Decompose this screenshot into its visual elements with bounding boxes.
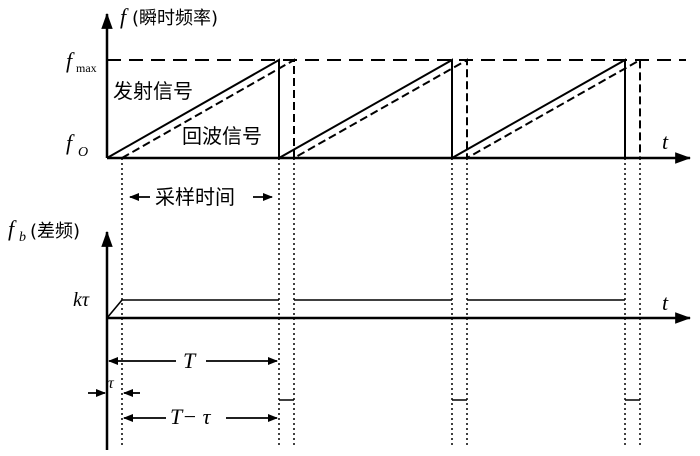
svg-text:f: f bbox=[66, 48, 75, 73]
transmit-signal-label: 发射信号 bbox=[113, 79, 193, 103]
svg-text:f: f bbox=[66, 130, 75, 155]
svg-text:max: max bbox=[76, 61, 97, 75]
svg-text:(差频): (差频) bbox=[30, 221, 80, 242]
bottom-x-axis-label: t bbox=[662, 290, 669, 315]
top-x-axis-label: t bbox=[662, 129, 669, 154]
top-chart: f (瞬时频率) f max f O 发射信号 回波信号 t bbox=[66, 4, 692, 164]
sample-interval: 采样时间 bbox=[129, 185, 273, 209]
fo-tick-label: f O bbox=[66, 130, 88, 160]
bottom-chart: f b (差频) kτ t bbox=[8, 216, 692, 450]
bottom-y-axis-label: f b (差频) bbox=[8, 216, 80, 245]
tau-dimension-label: τ bbox=[108, 375, 115, 392]
svg-text:O: O bbox=[78, 145, 88, 160]
top-y-axis-label-paren: (瞬时频率) bbox=[132, 8, 218, 29]
echo-signal-line bbox=[121, 58, 641, 160]
svg-text:b: b bbox=[19, 230, 26, 245]
dimension-annotations: T τ T− τ bbox=[88, 348, 278, 429]
fmax-tick-label: f max bbox=[66, 48, 97, 75]
T-dimension-label: T bbox=[183, 348, 197, 373]
top-y-axis-label-main: f bbox=[120, 4, 129, 29]
svg-text:f: f bbox=[8, 216, 17, 241]
transmit-signal-line bbox=[106, 58, 626, 160]
sample-interval-label: 采样时间 bbox=[155, 185, 235, 209]
beat-frequency-line bbox=[106, 299, 279, 319]
T-minus-tau-dimension-label: T− τ bbox=[170, 404, 212, 429]
ktau-tick-label: kτ bbox=[73, 289, 90, 311]
echo-signal-label: 回波信号 bbox=[182, 124, 262, 148]
